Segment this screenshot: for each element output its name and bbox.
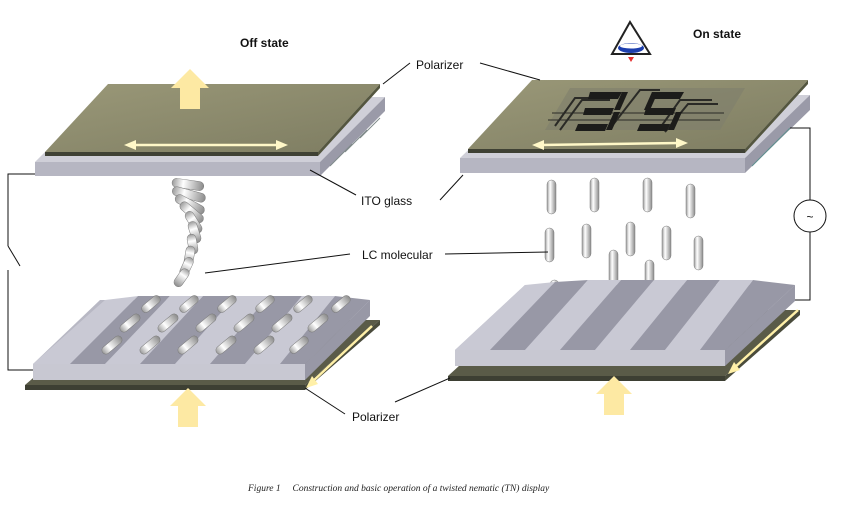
open-circuit-wire: [7, 173, 35, 371]
lc-molecules-aligned: [101, 295, 351, 355]
lc-twisted-column: [171, 178, 206, 287]
off-state-title: Off state: [240, 36, 289, 50]
digit-5: [637, 92, 684, 131]
eye-icon: [610, 20, 652, 62]
top-polarizer: [45, 84, 380, 152]
alignment-grooves: [455, 280, 795, 350]
label-polarizer-bottom: Polarizer: [352, 410, 399, 424]
top-ito-glass-front: [35, 162, 320, 176]
digit-3: [575, 92, 628, 131]
closed-circuit-wire: [790, 127, 811, 301]
figure-caption: Figure 1 Construction and basic operatio…: [247, 483, 550, 494]
label-lc-molecular: LC molecular: [362, 248, 433, 262]
ac-symbol: ~: [806, 210, 813, 224]
top-polarizer-edge: [45, 152, 318, 156]
polarization-double-arrow: [532, 138, 688, 150]
light-arrow-icon: [596, 376, 632, 415]
top-glass-grooves: [329, 117, 381, 167]
ac-source-icon: ~: [793, 199, 827, 233]
alignment-grooves: [33, 296, 370, 364]
segment-display: [545, 88, 745, 133]
label-ito-glass: ITO glass: [361, 194, 412, 208]
top-ito-glass-side: [320, 97, 385, 176]
on-state-panel: ~: [448, 20, 827, 415]
on-state-title: On state: [693, 27, 741, 41]
label-polarizer-top: Polarizer: [416, 58, 463, 72]
leader-lines: [204, 62, 549, 415]
bottom-polarization-arrow: [728, 309, 799, 374]
polarization-double-arrow: [124, 140, 288, 150]
off-state-panel: [7, 69, 385, 427]
bottom-polarization-arrow: [306, 325, 373, 388]
light-arrow-icon: [171, 69, 209, 109]
light-arrow-icon: [170, 388, 206, 427]
